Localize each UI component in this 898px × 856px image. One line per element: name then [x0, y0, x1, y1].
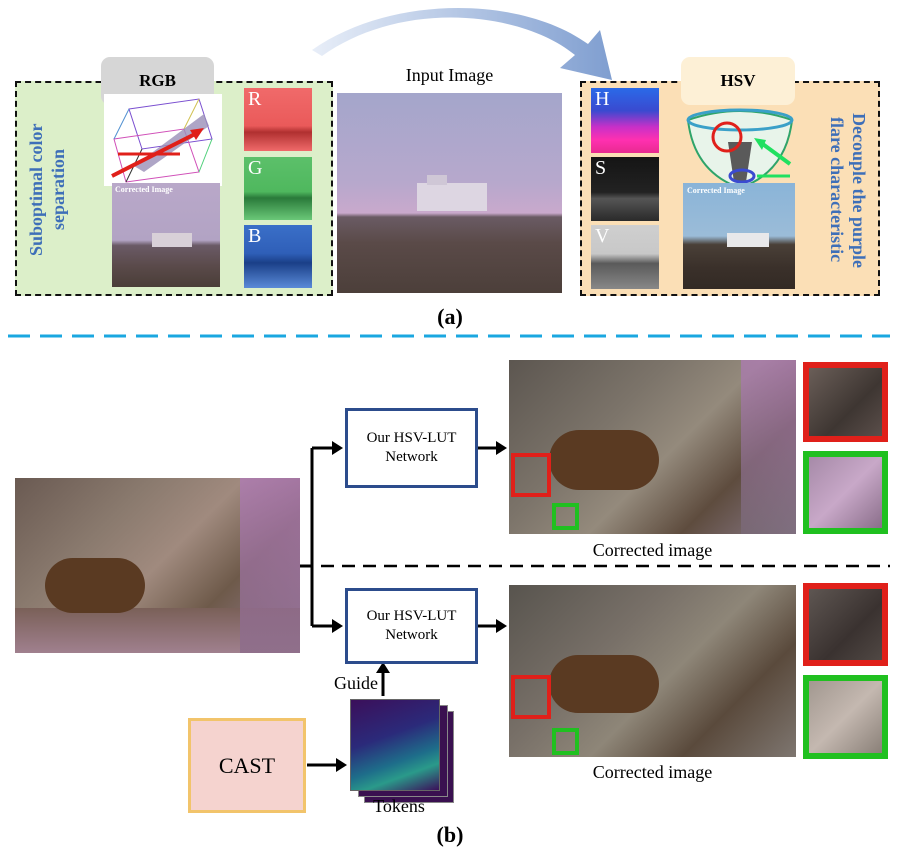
- input-image: [337, 93, 562, 293]
- highlight-box-red-bottom: [511, 675, 551, 719]
- hsv-lut-network-bottom: Our HSV-LUT Network: [345, 588, 478, 664]
- flow-arrow: [312, 7, 612, 80]
- channel-b-tile: B: [244, 225, 312, 288]
- channel-g-label: G: [248, 157, 263, 179]
- cast-label: CAST: [218, 752, 276, 778]
- hsv-side-text: Decouple the purple flare characteristic: [827, 112, 869, 268]
- tokens-label: Tokens: [373, 796, 425, 816]
- zoom-crop-red-top: [803, 362, 888, 442]
- channel-v-label: V: [595, 225, 610, 247]
- channel-r-tile: R: [244, 88, 312, 151]
- hsv-tag: HSV: [681, 57, 795, 105]
- input-image-label: Input Image: [405, 65, 494, 85]
- channel-s-tile: S: [591, 157, 659, 221]
- corrected-image-right: Corrected Image: [683, 183, 795, 289]
- corrected-caption-top: Corrected image: [592, 540, 713, 560]
- input-bear-image: [15, 478, 300, 653]
- channel-b-label: B: [248, 225, 262, 247]
- cast-box: CAST: [188, 718, 306, 813]
- hsv-lut-network-top: Our HSV-LUT Network: [345, 408, 478, 488]
- corrected-bear-image-bottom: [509, 585, 796, 757]
- channel-g-tile: G: [244, 157, 312, 220]
- hsv-cone-plot: [686, 108, 794, 190]
- channel-s-label: S: [595, 157, 607, 179]
- channel-v-tile: V: [591, 225, 659, 289]
- zoom-crop-green-top: [803, 451, 888, 534]
- highlight-box-green-top: [552, 503, 579, 530]
- corrected-image-left: Corrected Image: [112, 183, 220, 287]
- corrected-label-right: Corrected Image: [687, 186, 745, 195]
- guide-label: Guide: [334, 673, 378, 693]
- highlight-box-green-bottom: [552, 728, 579, 755]
- corrected-label-left: Corrected Image: [115, 185, 173, 194]
- zoom-crop-green-bottom: [803, 675, 888, 759]
- rgb-cube-plot: [104, 94, 222, 186]
- zoom-crop-red-bottom: [803, 583, 888, 666]
- caption-b: (b): [436, 822, 464, 847]
- token-map-front: [350, 699, 440, 791]
- highlight-box-red-top: [511, 453, 551, 497]
- caption-a: (a): [437, 304, 463, 329]
- channel-h-label: H: [595, 88, 610, 110]
- corrected-caption-bottom: Corrected image: [592, 762, 713, 782]
- corrected-bear-image-top: [509, 360, 796, 534]
- channel-h-tile: H: [591, 88, 659, 153]
- rgb-side-text: Suboptimal color separation: [26, 123, 68, 257]
- section-separator: [8, 334, 890, 338]
- connector-arrows: [300, 441, 890, 772]
- channel-r-label: R: [248, 88, 262, 110]
